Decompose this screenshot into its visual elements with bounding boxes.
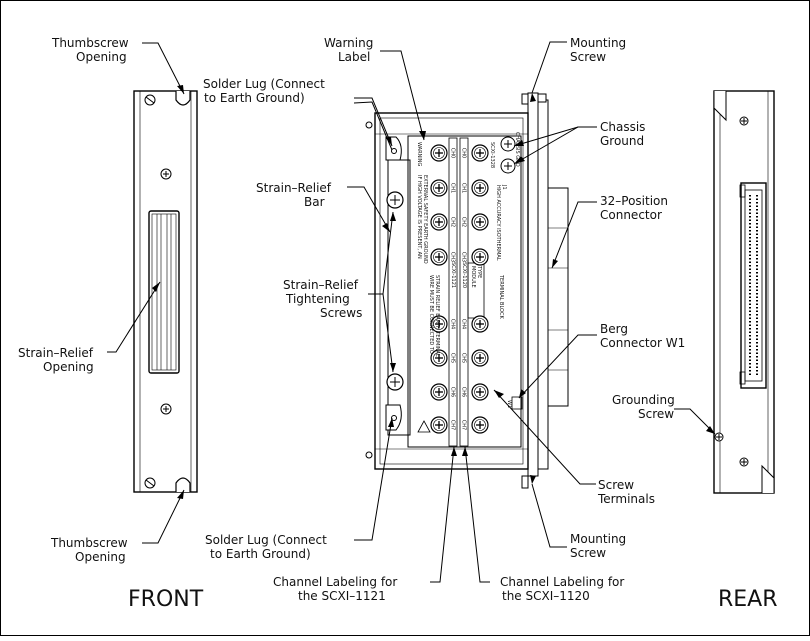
channel-label: CH7 <box>461 420 467 430</box>
module-type-text: TYPE <box>476 265 482 278</box>
leader-lines <box>107 41 716 583</box>
mounting-screw-bottom-icon <box>521 475 529 489</box>
terminal-screw-icon <box>471 315 489 333</box>
title-text: HIGH ACCURACY ISOTHERMAL <box>495 185 501 261</box>
channel-label: CH0 <box>450 148 456 158</box>
screw-terminals <box>430 144 489 434</box>
channel-strip-1121 <box>448 137 458 447</box>
warning-text: IF HIGH VOLTAGE IS PRESENT, AN <box>416 175 422 259</box>
rear-connector <box>740 182 767 389</box>
mounting-screw-top-icon <box>521 93 529 105</box>
rear-panel <box>713 90 775 494</box>
channel-label: CH0 <box>461 148 467 158</box>
channel-label: CH5 <box>450 353 456 363</box>
channel-label: CH6 <box>450 387 456 397</box>
channel-label: CH4 <box>450 319 456 329</box>
warning-word: WARNING <box>416 142 422 167</box>
module-1121-text: SCXI-1121 <box>450 262 456 288</box>
channel-label: CH1 <box>461 183 467 193</box>
terminal-screw-icon <box>471 248 489 266</box>
module-type-text: MODULE <box>470 266 476 288</box>
terminal-screw-icon <box>430 416 448 434</box>
warning-text: STRAIN RELIEF EARTH TERMINAL <box>434 275 440 357</box>
channel-label: CH2 <box>450 217 456 227</box>
w1-text: W1 <box>506 400 512 408</box>
chassis-text: CHASSIS GND <box>514 132 520 167</box>
terminal-screw-icon <box>430 383 448 401</box>
rear-screws <box>714 116 749 467</box>
view-label-front: FRONT <box>128 587 204 612</box>
terminal-block <box>365 92 569 489</box>
terminal-screw-icon <box>430 315 448 333</box>
channel-label: CH2 <box>461 217 467 227</box>
channel-label: CH3 <box>450 252 456 262</box>
terminal-screw-icon <box>430 213 448 231</box>
terminal-screw-icon <box>471 213 489 231</box>
view-label-rear: REAR <box>718 587 778 612</box>
channel-label: CH3 <box>461 252 467 262</box>
terminal-screw-icon <box>471 383 489 401</box>
front-panel <box>133 90 198 493</box>
model-text: SCXI-1328 <box>489 142 495 168</box>
channel-label: CH5 <box>461 353 467 363</box>
warning-text: EXTERNAL SAFETY EARTH GROUND <box>422 175 428 264</box>
terminal-screw-icon <box>471 179 489 197</box>
terminal-screw-icon <box>430 248 448 266</box>
j1-text: J1 <box>501 184 507 190</box>
terminal-screw-icon <box>471 416 489 434</box>
channel-label: CH4 <box>461 319 467 329</box>
module-1120-text: SCXI-1120 <box>461 262 467 288</box>
warning-triangle-icon <box>417 420 431 433</box>
front-screws <box>144 94 172 489</box>
terminal-screw-icon <box>430 349 448 367</box>
arrowheads <box>152 85 715 499</box>
channel-label: CH1 <box>450 183 456 193</box>
channel-label: CH6 <box>461 387 467 397</box>
terminal-screw-icon <box>471 144 489 162</box>
terminal-screw-icon <box>430 144 448 162</box>
warning-text: WIRE MUST BE CONNECTED TO <box>428 275 434 354</box>
channel-label: CH7 <box>450 420 456 430</box>
berg-connector-w1 <box>511 396 523 410</box>
terminal-screw-icon <box>471 349 489 367</box>
terminal-screw-icon <box>430 179 448 197</box>
terminal-block-text: TERMINAL BLOCK <box>498 274 504 319</box>
